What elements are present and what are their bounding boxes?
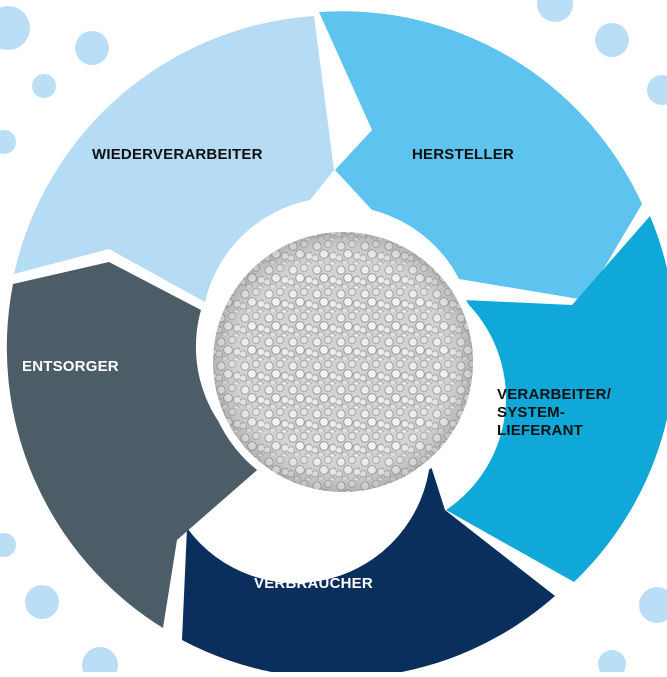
label-wiederverarbeiter: WIEDERVERARBEITER [92, 146, 263, 163]
segment-verbraucher [182, 463, 555, 677]
center-granules-image [205, 224, 481, 500]
segment-entsorger [6, 262, 265, 628]
label-verarbeiter-line-3: LIEFERANT [497, 422, 583, 439]
background-dot [647, 75, 667, 105]
label-verarbeiter-line-2: SYSTEM- [497, 404, 566, 421]
background-dot [32, 74, 56, 98]
background-dot [75, 31, 109, 65]
background-dot [0, 130, 16, 154]
background-dot [598, 650, 626, 677]
background-dot [639, 587, 667, 623]
cycle-segments [6, 11, 667, 677]
background-dot [82, 647, 118, 677]
segment-wiederverarbeiter [14, 16, 334, 302]
background-dot [595, 23, 629, 57]
segment-verarbeiter [446, 216, 667, 582]
label-verarbeiter-line-1: VERARBEITER/ [497, 386, 612, 403]
label-hersteller: HERSTELLER [412, 146, 515, 163]
label-verbraucher: VERBRAUCHER [254, 575, 373, 592]
background-dot [537, 0, 573, 22]
background-dot [0, 533, 16, 557]
background-dot [25, 585, 59, 619]
segment-hersteller [319, 11, 642, 301]
background-dot [0, 6, 30, 50]
label-verarbeiter: VERARBEITER/ SYSTEM- LIEFERANT [497, 386, 611, 440]
label-entsorger: ENTSORGER [22, 358, 119, 375]
